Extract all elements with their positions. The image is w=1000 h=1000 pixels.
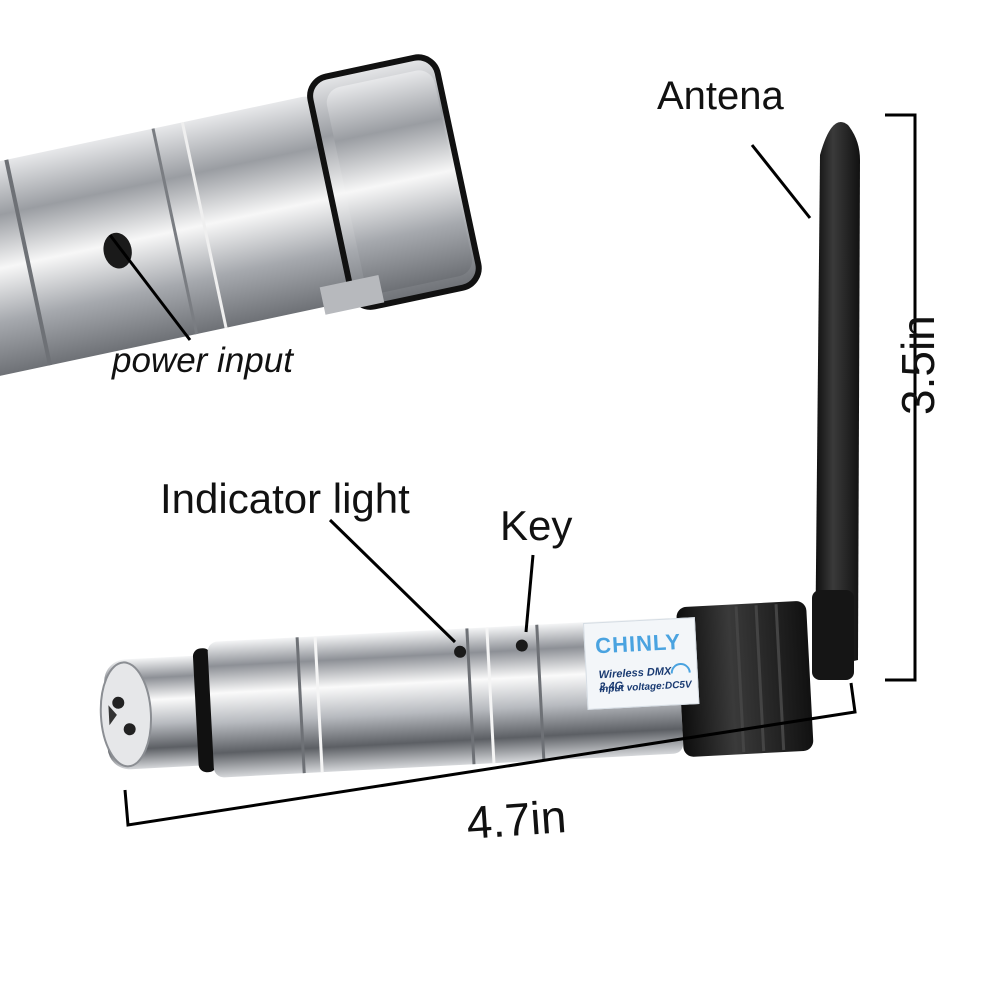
height-dimension-bracket <box>885 113 917 682</box>
antenna-callout-line <box>750 144 812 219</box>
product-label: CHINLY Wireless DMX 2.4G Input voltage:D… <box>583 617 700 710</box>
brand-logo: CHINLY <box>594 628 682 659</box>
width-dimension-bracket <box>123 682 857 827</box>
height-dimension-label: 3.5in <box>892 315 944 415</box>
key-button-icon <box>515 639 528 652</box>
antenna <box>812 121 860 680</box>
key-callout-line <box>524 554 535 633</box>
power-input-label: power input <box>112 341 293 380</box>
power-callout-line <box>108 234 192 341</box>
indicator-light-icon <box>454 645 467 658</box>
power-jack-icon <box>103 232 132 269</box>
antenna-label: Antena <box>657 74 784 118</box>
closeup-connector <box>0 54 482 383</box>
key-label: Key <box>500 502 573 549</box>
dmx-transmitter <box>99 121 860 778</box>
indicator-light-label: Indicator light <box>160 475 410 522</box>
indicator-callout-line <box>328 518 457 644</box>
width-dimension-label: 4.7in <box>464 790 568 849</box>
